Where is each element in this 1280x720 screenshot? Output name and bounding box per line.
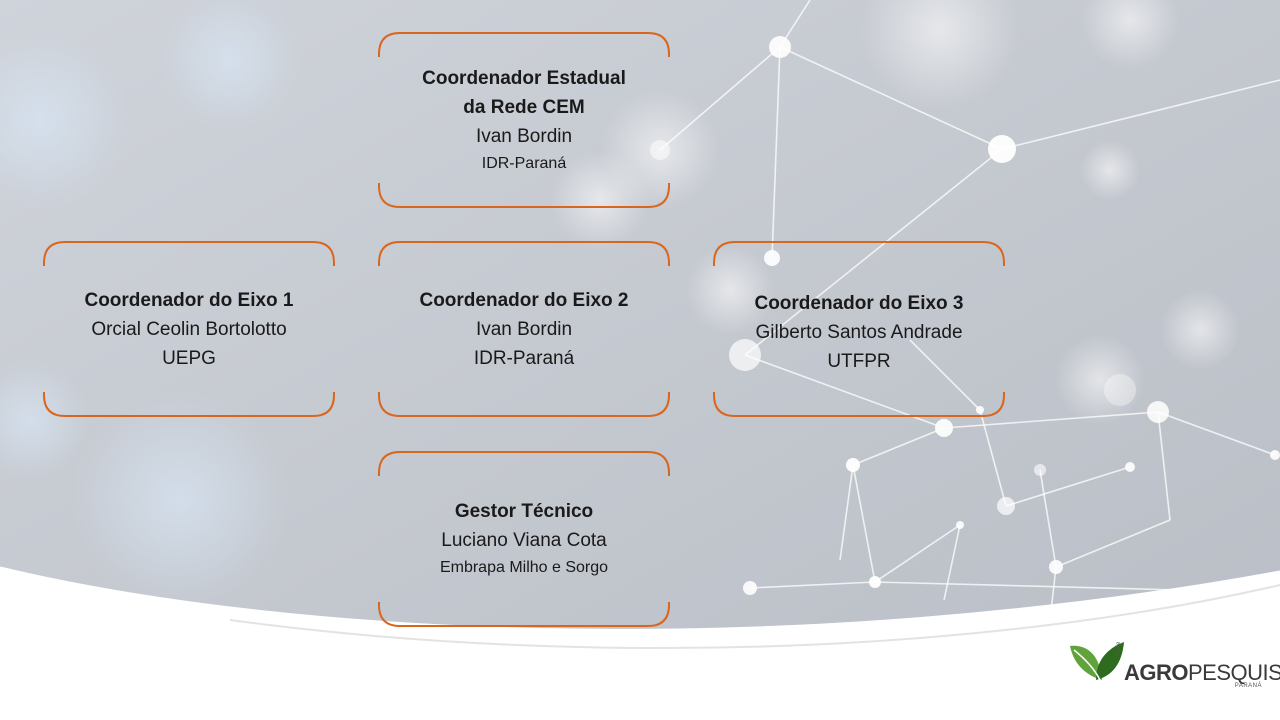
card-org: UTFPR [827, 350, 891, 372]
bracket-top [713, 241, 1005, 266]
bracket-bottom [378, 602, 670, 627]
bracket-top [378, 241, 670, 266]
card-title: Gestor Técnico [454, 501, 594, 522]
logo-brand-text: AGROPESQUISA [1124, 660, 1280, 686]
bracket-bottom [713, 392, 1005, 417]
logo-brand-suffix: PESQUISA [1188, 660, 1280, 685]
card-axis-3: Coordenador do Eixo 3 Gilberto Santos An… [713, 241, 1005, 417]
card-title: Coordenador do Eixo 3 [754, 292, 964, 314]
leaf-icon [1070, 642, 1124, 681]
bracket-top [378, 32, 670, 57]
card-title: Coordenador Estadual da Rede CEM [422, 67, 626, 118]
agropesquisa-logo: Rede AGROPESQUISA PARANÁ [1066, 640, 1280, 690]
card-name: Ivan Bordin [475, 318, 573, 340]
card-name: Luciano Viana Cota [441, 530, 607, 551]
logo-parana-text: PARANÁ [1234, 683, 1262, 689]
card-name: Orcial Ceolin Bortolotto [91, 318, 287, 340]
card-org: Embrapa Milho e Sorgo [439, 559, 609, 576]
card-org: UEPG [162, 347, 216, 369]
card-technical-manager: Gestor Técnico Luciano Viana Cota Embrap… [378, 451, 670, 627]
card-org: IDR-Paraná [481, 154, 567, 172]
bracket-bottom [378, 392, 670, 417]
bracket-top [43, 241, 335, 266]
bracket-bottom [378, 183, 670, 208]
bracket-bottom [43, 392, 335, 417]
card-title: Coordenador do Eixo 2 [419, 289, 629, 311]
card-name: Ivan Bordin [475, 125, 573, 147]
card-title: Coordenador do Eixo 1 [84, 289, 294, 311]
card-org: IDR-Paraná [473, 347, 575, 369]
card-axis-2: Coordenador do Eixo 2 Ivan Bordin IDR-Pa… [378, 241, 670, 417]
logo-rede-text: Rede [1116, 641, 1122, 656]
logo-brand-prefix: AGRO [1124, 660, 1189, 685]
card-name: Gilberto Santos Andrade [755, 321, 963, 343]
card-axis-1: Coordenador do Eixo 1 Orcial Ceolin Bort… [43, 241, 335, 417]
bracket-top [378, 451, 670, 476]
card-state-coordinator: Coordenador Estadual da Rede CEM Ivan Bo… [378, 32, 670, 208]
